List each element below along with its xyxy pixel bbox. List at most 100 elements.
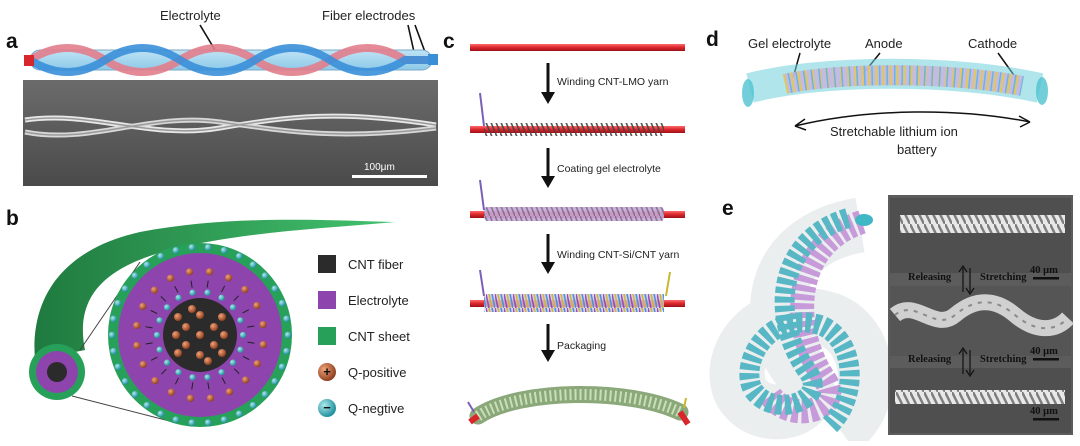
q-positive-ion bbox=[206, 394, 215, 402]
q-negative-ion bbox=[278, 299, 286, 307]
q-positive-ion-core bbox=[182, 341, 190, 349]
q-positive-ion-core bbox=[210, 323, 218, 331]
q-positive-ion-core bbox=[218, 349, 226, 357]
step-label-2: Coating gel electrolyte bbox=[557, 163, 661, 175]
legend-swatch-4 bbox=[318, 399, 336, 417]
q-positive-ion-core bbox=[174, 349, 182, 357]
q-negative-ion-inner bbox=[237, 317, 244, 324]
q-negative-ion bbox=[172, 416, 180, 423]
q-negative-ion bbox=[261, 390, 269, 398]
step-label-3: Winding CNT-Si/CNT yarn bbox=[557, 249, 679, 261]
sem-image-bottom bbox=[890, 368, 1071, 433]
label-fiber-electrodes: Fiber electrodes bbox=[322, 8, 416, 23]
q-negative-ion bbox=[283, 347, 290, 355]
field-arrow bbox=[190, 280, 193, 288]
q-negative-ion-inner bbox=[156, 317, 163, 324]
q-negative-ion bbox=[283, 315, 290, 323]
fiber-stage-3 bbox=[470, 179, 685, 221]
panel-e-letter: e bbox=[722, 197, 734, 220]
q-negative-ion bbox=[188, 244, 196, 251]
arrow-fiber-1 bbox=[407, 24, 415, 53]
field-arrow bbox=[233, 295, 239, 302]
legend-swatch-1 bbox=[318, 291, 336, 309]
q-positive-ion bbox=[225, 388, 234, 396]
q-negative-ion-inner bbox=[189, 374, 196, 381]
q-positive-ion bbox=[139, 360, 147, 369]
label-stretching-1: Stretching bbox=[980, 272, 1027, 283]
panel-e: e Releasing Stretchi bbox=[709, 195, 1074, 446]
q-positive-ion bbox=[166, 274, 175, 282]
q-positive-ion bbox=[139, 302, 147, 310]
q-negative-ion-inner bbox=[218, 294, 225, 301]
q-positive-ion-core bbox=[182, 323, 190, 331]
q-negative-ion-inner bbox=[218, 369, 225, 376]
panel-b-letter: b bbox=[6, 207, 19, 230]
q-positive-ion-core bbox=[174, 313, 182, 321]
scale-bar-e2-label: 40 μm bbox=[1030, 346, 1058, 357]
q-negative-ion bbox=[121, 378, 129, 385]
scale-bar-e2 bbox=[1033, 358, 1059, 361]
field-arrow bbox=[233, 368, 240, 374]
q-positive-ion bbox=[205, 268, 214, 276]
panel-c: c Winding CNT-LMO yarn Coating gel elect… bbox=[443, 30, 691, 426]
label-gel-electrolyte: Gel electrolyte bbox=[748, 36, 831, 51]
q-negative-ion-inner bbox=[175, 369, 182, 376]
stretch-arrow bbox=[794, 111, 1031, 127]
field-arrow bbox=[221, 285, 226, 293]
q-negative-ion-inner bbox=[175, 294, 182, 301]
q-positive-ion bbox=[259, 320, 267, 329]
q-negative-ion bbox=[188, 419, 196, 426]
q-negative-ion bbox=[110, 315, 117, 323]
twisted-fiber-model bbox=[24, 44, 438, 76]
scale-bar-e1 bbox=[1033, 277, 1059, 280]
q-negative-ion bbox=[220, 247, 228, 254]
field-arrow bbox=[150, 309, 158, 314]
q-negative-ion bbox=[172, 247, 180, 254]
field-arrow bbox=[145, 342, 153, 345]
field-arrow bbox=[161, 368, 167, 375]
q-negative-ion bbox=[235, 252, 243, 260]
large-cross-section bbox=[108, 243, 292, 427]
field-arrow bbox=[174, 377, 179, 385]
step-arrow-1 bbox=[541, 63, 555, 104]
field-arrow bbox=[221, 377, 226, 385]
sem-image-twisted-fibers: 100μm bbox=[23, 80, 438, 186]
field-arrow bbox=[160, 296, 167, 302]
q-negative-ion bbox=[204, 419, 212, 426]
q-negative-ion bbox=[271, 378, 279, 385]
field-arrow bbox=[191, 382, 194, 390]
q-positive-ion bbox=[259, 340, 267, 349]
panel-d: d Gel electrolyte Anode Cathode Stretcha… bbox=[706, 28, 1048, 157]
sem-image-top bbox=[890, 198, 1071, 273]
q-negative-ion bbox=[114, 299, 122, 307]
legend-label-4: Q-negtive bbox=[348, 401, 404, 416]
q-negative-ion-inner bbox=[163, 304, 171, 311]
q-negative-ion bbox=[131, 390, 139, 398]
q-negative-ion bbox=[284, 331, 292, 339]
q-negative-ion bbox=[108, 331, 116, 339]
q-negative-ion bbox=[143, 401, 151, 409]
q-positive-ion bbox=[186, 394, 195, 402]
q-positive-ion bbox=[253, 301, 261, 310]
q-positive-ion bbox=[241, 376, 250, 384]
legend-label-3: Q-positive bbox=[348, 365, 407, 380]
caption-d-line2: battery bbox=[897, 142, 937, 157]
q-positive-ion bbox=[151, 376, 159, 385]
q-positive-ion-core bbox=[218, 313, 226, 321]
legend-swatch-0 bbox=[318, 255, 336, 273]
arrows-1 bbox=[958, 264, 975, 296]
fiber-stage-1 bbox=[470, 44, 685, 51]
scale-bar-e3 bbox=[1033, 418, 1059, 421]
q-negative-ion-inner bbox=[204, 374, 211, 381]
field-arrow bbox=[150, 356, 158, 361]
stretchable-battery-tube bbox=[742, 58, 1048, 107]
q-positive-ion bbox=[133, 321, 141, 330]
legend-swatch-2 bbox=[318, 327, 336, 345]
fiber-stage-5-packaged bbox=[467, 385, 691, 426]
arrow-fiber-2 bbox=[414, 24, 426, 53]
q-positive-ion-core bbox=[196, 331, 204, 339]
step-label-4: Packaging bbox=[557, 340, 606, 352]
